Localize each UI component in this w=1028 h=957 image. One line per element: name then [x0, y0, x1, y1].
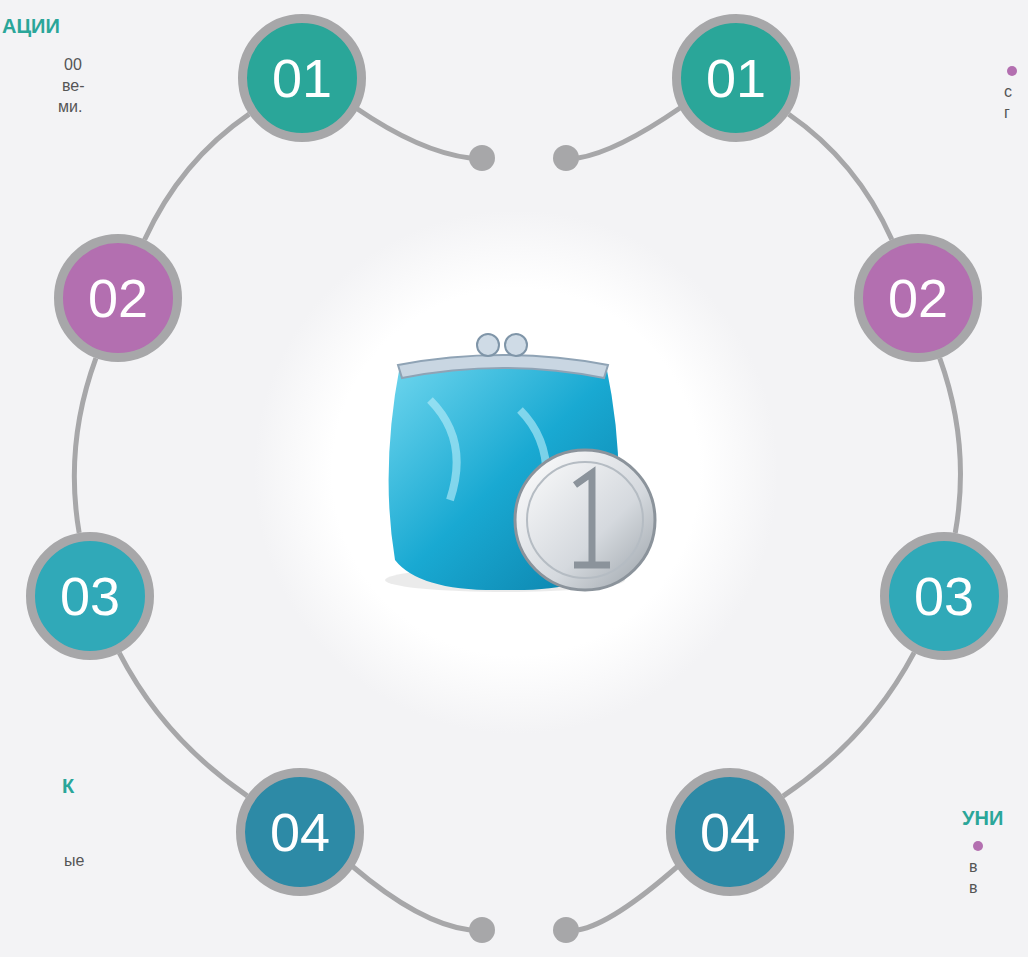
- number-circle: 02: [54, 234, 182, 362]
- ring-arc: [783, 653, 914, 797]
- number-circle: 01: [672, 14, 800, 142]
- text-fragment: ые: [64, 851, 84, 870]
- ring-stubs: [352, 108, 680, 930]
- heading-fragment: АЦИИ: [2, 14, 60, 38]
- ring-arc: [789, 114, 892, 239]
- ring-arc: [119, 653, 247, 796]
- heading-fragment: УНИ: [962, 806, 1003, 830]
- number-circle: 02: [854, 234, 982, 362]
- number-circle: 04: [666, 768, 794, 896]
- ring-arc: [940, 358, 961, 533]
- step-number: 03: [914, 569, 974, 623]
- text-fragment: с: [1004, 82, 1012, 101]
- text-fragment: г: [1004, 103, 1010, 122]
- text-fragment: в: [969, 857, 978, 876]
- ring-arc-line: [119, 653, 247, 796]
- number-circle: 04: [236, 768, 364, 896]
- purse-illustration: [385, 334, 655, 592]
- number-circle: 01: [238, 14, 366, 142]
- ring-arc-line: [783, 653, 914, 797]
- ring-arc-line: [789, 114, 892, 239]
- center-disc: [254, 210, 778, 734]
- ring-arc-line: [940, 358, 961, 533]
- ring-arc: [74, 358, 96, 533]
- step-number: 04: [700, 805, 760, 859]
- number-circle: 03: [880, 532, 1008, 660]
- ring-arc: [145, 114, 250, 240]
- step-number: 02: [88, 271, 148, 325]
- step-number: 01: [706, 51, 766, 105]
- text-fragment: ве-: [62, 76, 85, 95]
- text-fragment: в: [969, 878, 978, 897]
- ring-arc-line: [74, 358, 96, 533]
- step-number: 01: [272, 51, 332, 105]
- bullet-dots: [973, 66, 1017, 851]
- heading-fragment: К: [62, 774, 74, 798]
- ring-arc-line: [145, 114, 250, 240]
- step-number: 03: [60, 569, 120, 623]
- text-fragment: ми.: [58, 97, 82, 116]
- step-number: 04: [270, 805, 330, 859]
- step-number: 02: [888, 271, 948, 325]
- ring-dots: [469, 145, 579, 943]
- number-circle: 03: [26, 532, 154, 660]
- text-fragment: 00: [64, 55, 82, 74]
